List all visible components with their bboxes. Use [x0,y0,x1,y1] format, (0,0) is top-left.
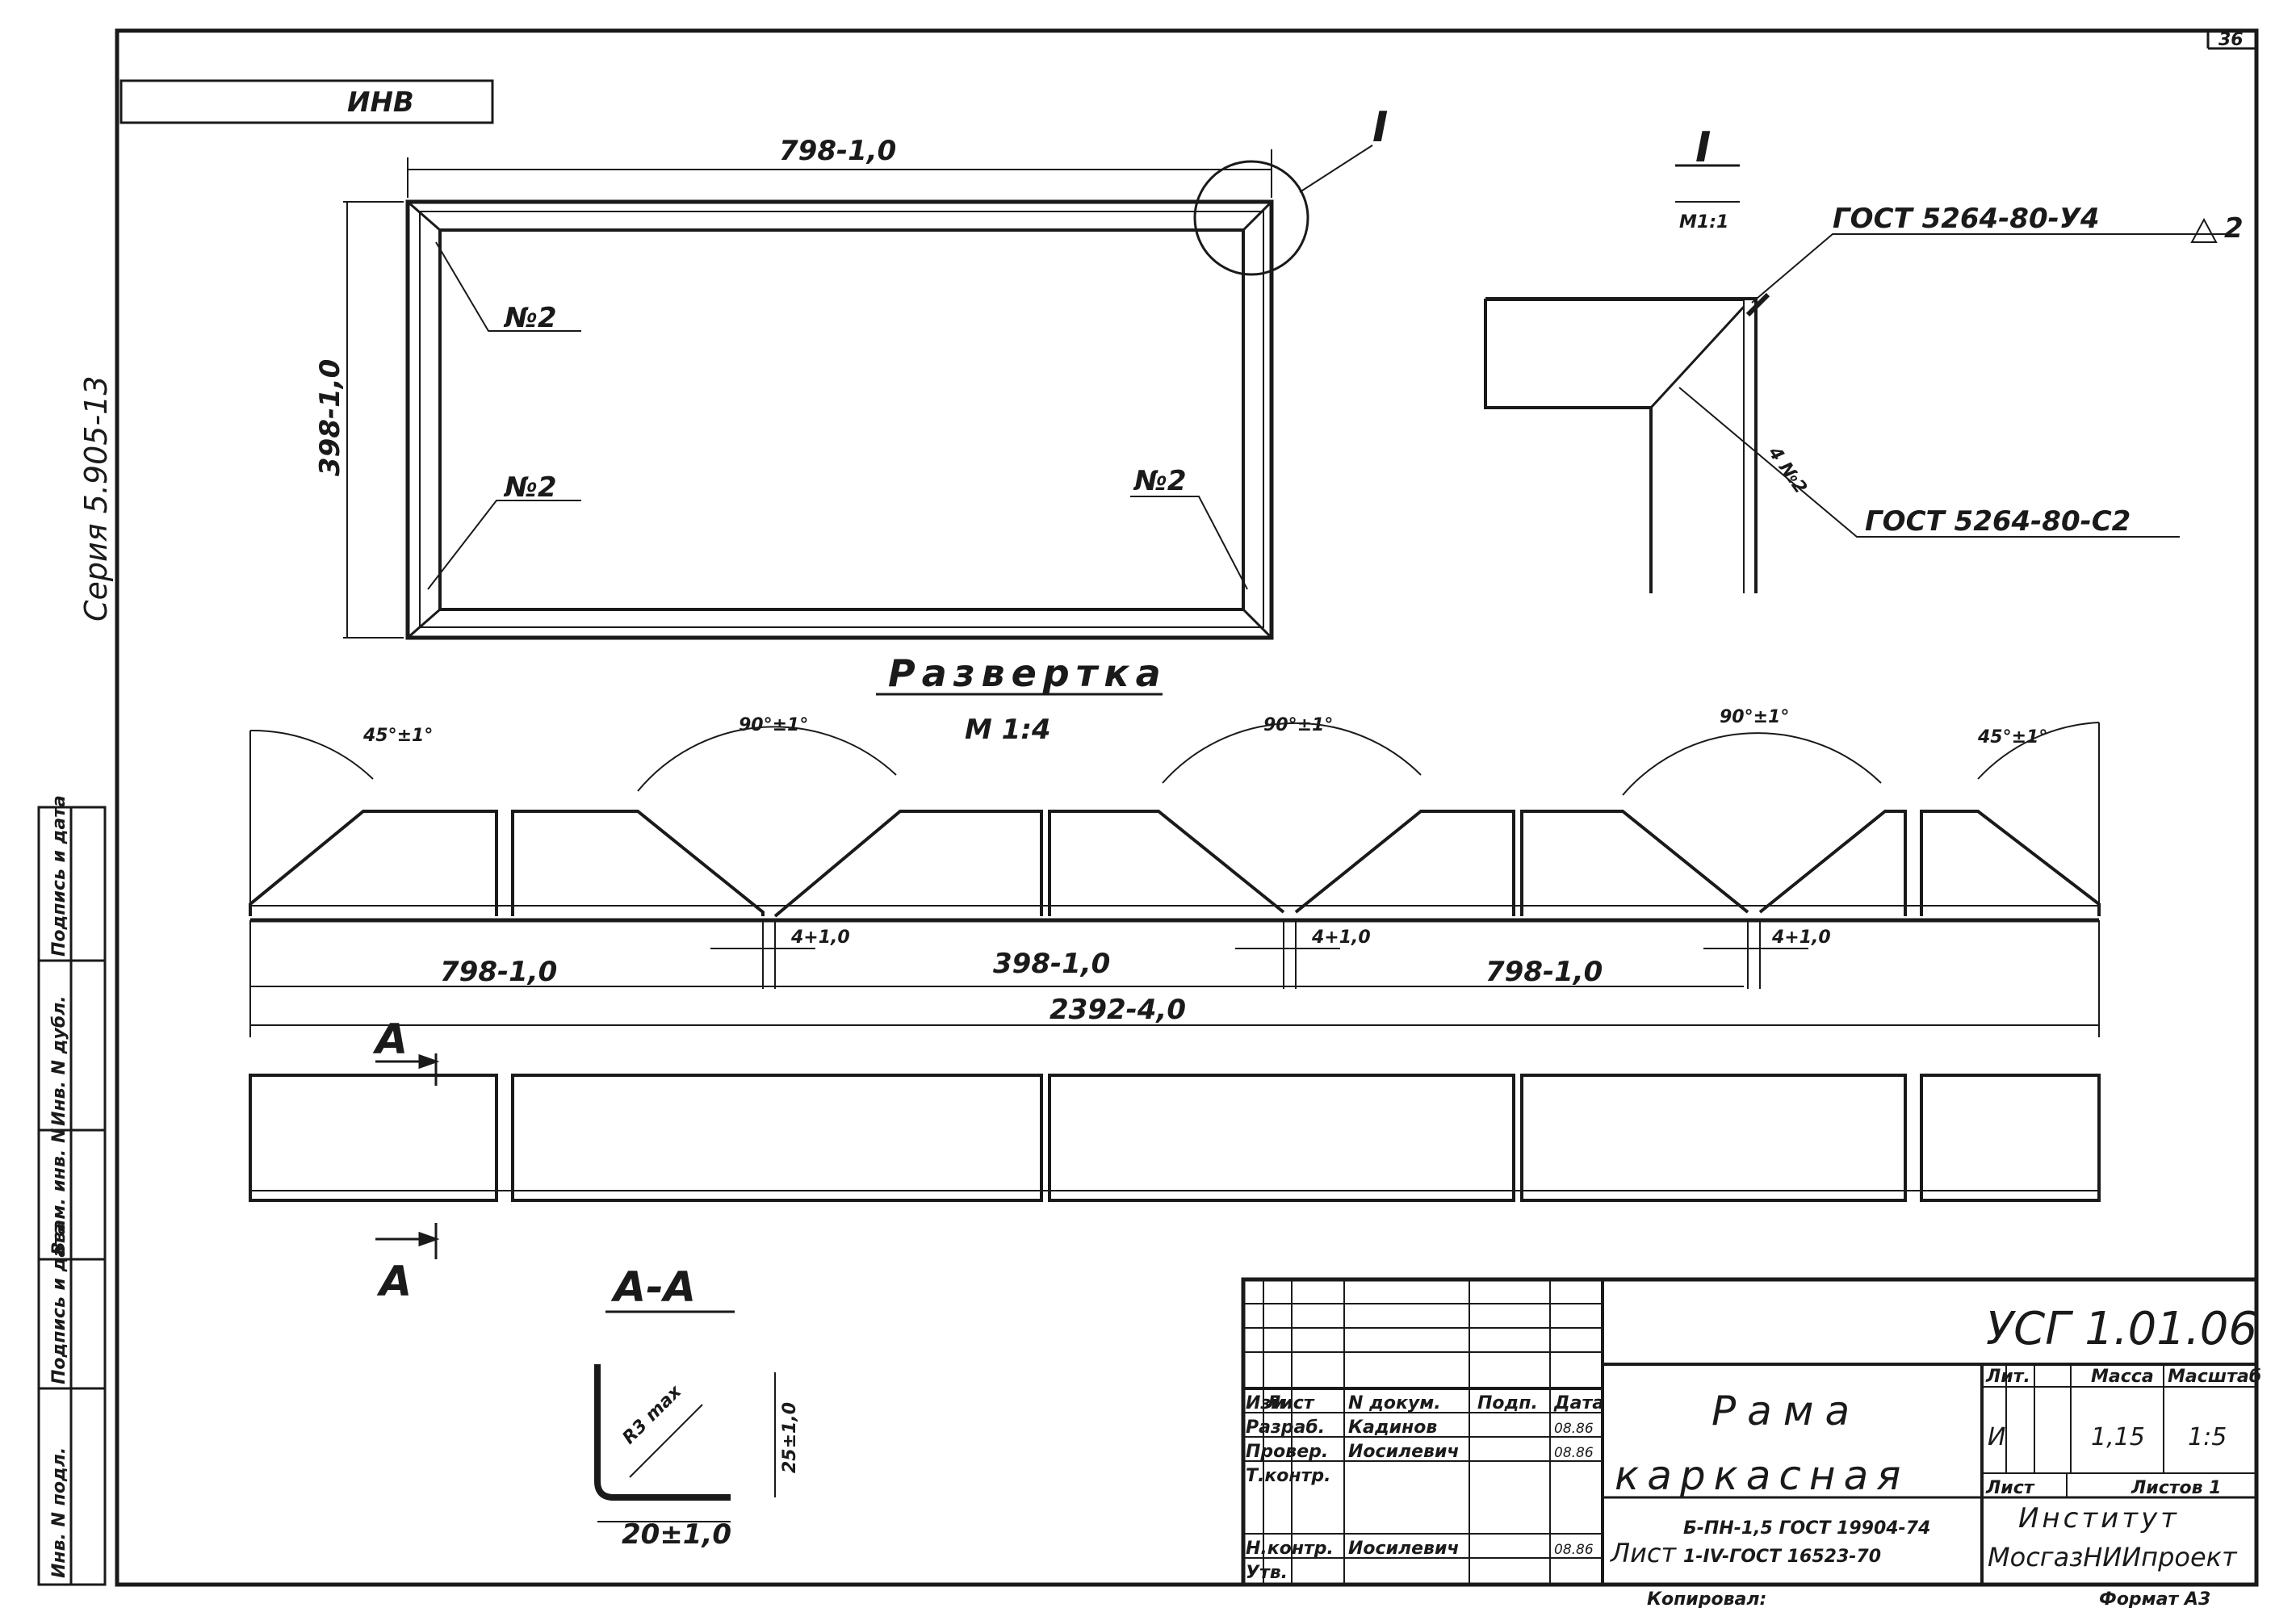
detail-scale: М1:1 [1679,212,1728,232]
institute: Институт [2018,1502,2180,1535]
angle-label: 90°±1° [1720,707,1789,727]
height-dim: 398-1,0 [314,359,346,476]
main-frame-view [343,144,1373,640]
angle-label: 45°±1° [362,726,433,746]
development-title: Развертка [888,651,1167,695]
weld-side-spec: 4 №2 [1764,442,1811,497]
section-mark-bottom: А [376,1258,412,1306]
section-title: А-А [610,1263,696,1312]
segment-dim: 798-1,0 [440,956,557,988]
tb-date: 08.86 [1554,1445,1594,1461]
side-strip-label: Инв. N дубл. [49,995,69,1126]
tb-role: Утв. [1246,1563,1288,1583]
tb-header: Лист [1265,1393,1315,1413]
drawing-name: каркасная [1615,1452,1908,1499]
angle-label: 90°±1° [739,715,808,735]
side-strip-label: Подпись и дата [49,795,69,957]
tb-date: 08.86 [1554,1421,1594,1437]
section-view [594,1310,776,1522]
angle-label: 45°±1° [1977,727,2047,747]
development-view [249,693,2101,1037]
side-strip-label: Инв. N подл. [49,1447,69,1578]
section-height: 25±1,0 [780,1402,800,1473]
scale-label: Масштаб [2168,1367,2261,1387]
drawing-name: Рама [1712,1388,1861,1434]
tb-person: Кадинов [1348,1417,1437,1438]
width-dim: 798-1,0 [779,135,896,167]
segment-dim: 798-1,0 [1485,956,1603,988]
tb-role: Н.контр. [1246,1539,1334,1559]
gap-dim: 4+1,0 [1771,928,1831,948]
sheet-frame [115,28,2259,1587]
tb-header: Дата [1553,1393,1604,1413]
top-stamp-box [119,79,494,124]
institute: МосгазНИИпроект [1988,1542,2238,1572]
section-mark-top: А [372,1015,408,1064]
development-scale: М 1:4 [965,714,1051,746]
tb-role: Провер. [1246,1442,1328,1462]
tb-role: Т.контр. [1246,1466,1330,1486]
side-strip-label: Подпись и дата [49,1223,69,1384]
strip-view [249,1053,2101,1259]
title-block [1241,1277,2259,1587]
weld-mark: №2 [503,471,557,504]
copied-label: Копировал: [1647,1589,1766,1608]
total-dim: 2392-4,0 [1050,994,1186,1026]
series-label: Серия 5.905-13 [78,375,114,622]
tb-header: Подп. [1477,1393,1538,1413]
side-strip-label: Взам. инв. N [49,1129,69,1255]
weld-bottom-spec: ГОСТ 5264-80-С2 [1865,505,2131,538]
lit-label: Лит. [1985,1367,2030,1387]
detail-title: I [1695,124,1711,172]
material-line: Б-ПН-1,5 ГОСТ 19904-74 [1683,1518,1930,1539]
tb-person: Иосилевич [1348,1539,1459,1559]
tb-header: N докум. [1348,1393,1441,1413]
tb-role: Разраб. [1246,1417,1325,1438]
section-radius: R3 max [619,1381,686,1448]
sheet-number: 36 [2218,30,2244,50]
detail-view [1484,164,2228,593]
tb-date: 08.86 [1554,1542,1594,1558]
tb-person: Иосилевич [1348,1442,1459,1462]
mass-value: 1,15 [2091,1423,2145,1451]
material-prefix: Лист [1610,1538,1677,1568]
gap-dim: 4+1,0 [790,928,850,948]
weld-top-leg: 2 [2224,212,2244,245]
lit-value: И [1988,1423,2005,1451]
top-stamp: ИНВ [347,86,414,119]
gap-dim: 4+1,0 [1311,928,1371,948]
section-width: 20±1,0 [622,1518,731,1551]
weld-top-spec: ГОСТ 5264-80-У4 [1833,203,2100,235]
weld-mark: №2 [503,302,557,334]
sheets-label: Листов 1 [2131,1478,2221,1498]
segment-dim: 398-1,0 [993,948,1110,980]
weld-mark: №2 [1133,465,1187,497]
detail-marker: I [1372,103,1388,152]
tb-header: Изм [1246,1393,1285,1413]
scale-value: 1:5 [2188,1423,2227,1451]
sheet-label: Лист [1985,1478,2035,1498]
angle-label: 90°±1° [1263,715,1333,735]
format-label: Формат А3 [2099,1589,2210,1608]
drawing-code: УСГ 1.01.06 [1986,1303,2257,1355]
mass-label: Масса [2091,1367,2154,1387]
material-line: 1-IV-ГОСТ 16523-70 [1683,1547,1881,1567]
